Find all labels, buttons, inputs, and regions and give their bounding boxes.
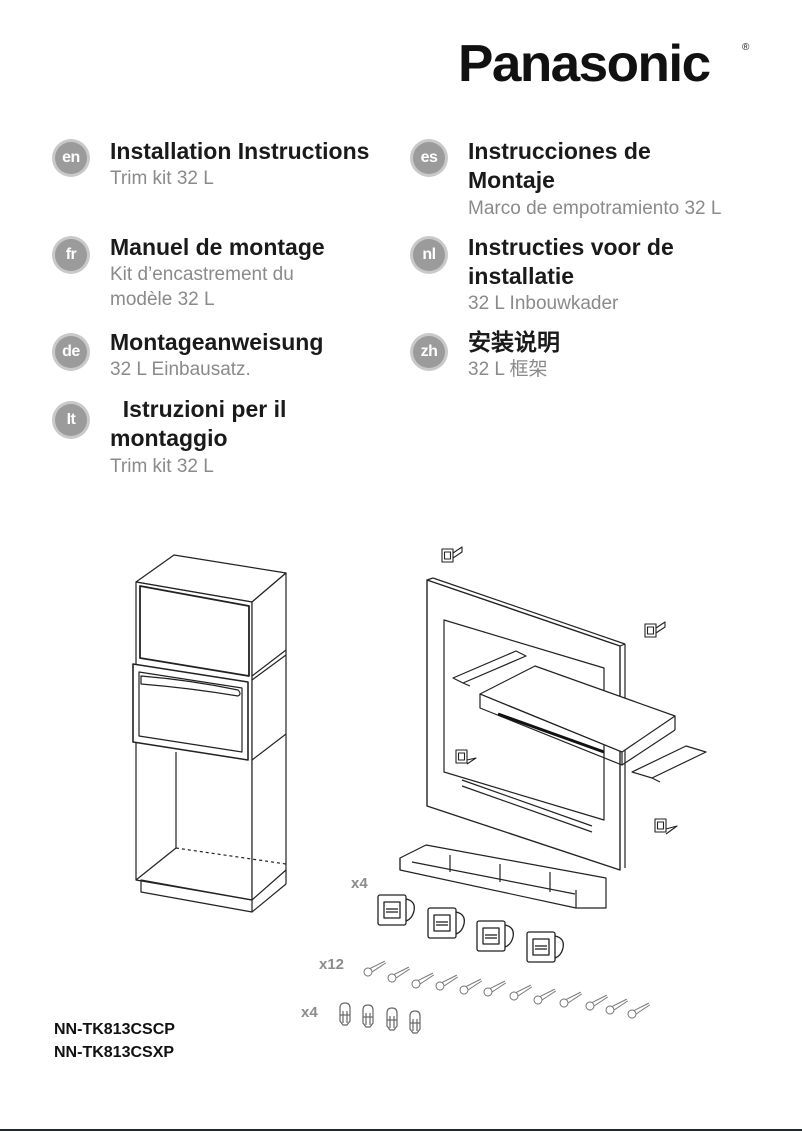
subtitle-it: Trim kit 32 L — [110, 456, 214, 477]
title-es-line1: Instrucciones de — [468, 138, 651, 164]
language-badge-de: de — [55, 336, 87, 368]
subtitle-fr-line1: Kit d’encastrement du — [110, 264, 294, 285]
bracket-icons — [441, 546, 678, 835]
title-es-line2: Montaje — [468, 167, 555, 193]
subtitle-zh: 32 L 框架 — [468, 359, 548, 380]
language-badge-fr: fr — [55, 239, 87, 271]
brackets-quantity: x4 — [351, 875, 368, 892]
title-de: Montageanweisung — [110, 329, 324, 355]
language-badge-es: es — [413, 142, 445, 174]
title-fr: Manuel de montage — [110, 234, 325, 260]
title-it-line2: montaggio — [110, 425, 228, 451]
title-zh: 安装说明 — [468, 329, 560, 355]
panasonic-logo: Panasonic — [458, 35, 711, 93]
model-number: NN-TK813CSCP — [54, 1021, 175, 1038]
subtitle-en: Trim kit 32 L — [110, 168, 214, 189]
trim-frame-illustration — [426, 577, 707, 871]
subtitle-nl: 32 L Inbouwkader — [468, 293, 619, 314]
screw-icons — [363, 960, 651, 1019]
language-badge-it: It — [55, 404, 87, 436]
plugs-quantity: x4 — [301, 1004, 318, 1021]
model-number: NN-TK813CSXP — [54, 1044, 175, 1061]
language-badge-nl: nl — [413, 239, 445, 271]
subtitle-fr-line2: modèle 32 L — [110, 289, 215, 310]
subtitle-de: 32 L Einbausatz. — [110, 359, 251, 380]
language-badge-en: en — [55, 142, 87, 174]
bottom-trim-illustration — [399, 844, 607, 909]
screws-quantity: x12 — [319, 956, 345, 973]
clip-brackets — [377, 894, 564, 963]
title-nl-line1: Instructies voor de — [468, 234, 674, 260]
title-nl-line2: installatie — [468, 263, 575, 289]
subtitle-es: Marco de empotramiento 32 L — [468, 198, 722, 219]
model-numbers: NN-TK813CSCP NN-TK813CSXP — [54, 1018, 175, 1064]
language-badge-zh: zh — [413, 336, 445, 368]
wall-plug-icons — [339, 1002, 421, 1034]
title-it-line1: Istruzioni per il — [110, 396, 287, 422]
title-en: Installation Instructions — [110, 138, 370, 164]
registered-mark: ® — [742, 42, 750, 53]
bottom-rule — [0, 1129, 802, 1131]
cabinet-illustration — [132, 554, 287, 913]
